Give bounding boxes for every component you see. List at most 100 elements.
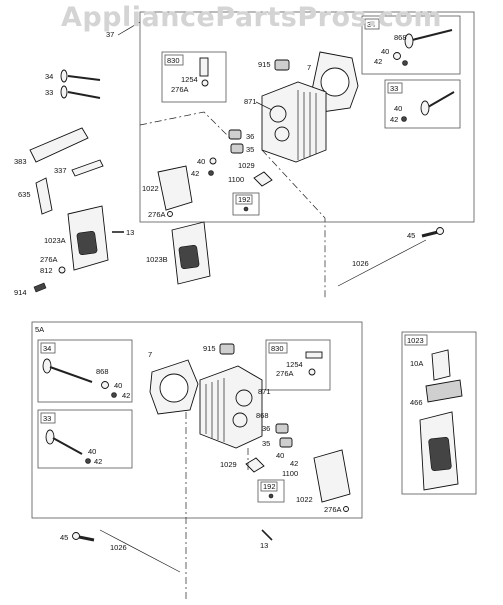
group-tag-34 (364, 18, 380, 30)
label-276a: 276A (171, 85, 189, 94)
watermark: AppliancePartsPros.com (60, 2, 443, 33)
lower-rocker-1029 (245, 457, 265, 473)
lower-retainer (101, 381, 109, 389)
lower-cover-gasket-1022 (313, 449, 351, 503)
lower-spring-36 (275, 423, 289, 434)
washer-1254 (201, 79, 209, 87)
valve-cover-1023 (419, 411, 459, 491)
lower-screw-192 (268, 493, 274, 499)
lower-label-42c: 42 (290, 459, 298, 468)
exhaust-valve (420, 91, 455, 116)
label-40: 40 (381, 47, 389, 56)
keeper-b (401, 116, 407, 122)
lower-label-13: 13 (260, 541, 268, 550)
valve-34-left (60, 69, 101, 83)
lower-label-45: 45 (60, 533, 68, 542)
keeper-42 (208, 170, 214, 176)
lower-gasket-bore (159, 373, 189, 403)
lower-breather-box-830 (265, 339, 331, 391)
lower-label-40b: 40 (88, 447, 96, 456)
lower-label-35: 35 (262, 439, 270, 448)
breather-kit-box-830 (161, 51, 227, 103)
lower-label-871: 871 (258, 387, 271, 396)
group-label-33: 33 (390, 84, 398, 93)
label-635: 635 (18, 190, 31, 199)
label-276a-2: 276A (148, 210, 166, 219)
label-1026: 1026 (352, 259, 369, 268)
label-37: 37 (106, 30, 114, 39)
lower-label-1022: 1022 (296, 495, 313, 504)
lower-intake-valve (42, 358, 93, 383)
lower-label-915: 915 (203, 344, 216, 353)
label-914: 914 (14, 288, 27, 297)
lower-spring-915 (219, 343, 235, 355)
lower-label-1029: 1029 (220, 460, 237, 469)
cover-kit-box-1023 (401, 331, 477, 495)
breather-valve (199, 57, 209, 77)
lower-exhaust-valve (45, 429, 83, 455)
lower-rod-1026 (99, 529, 181, 573)
group-tag-830 (164, 54, 184, 66)
valve-cover-1023a (67, 205, 109, 271)
lower-tag-192 (260, 481, 278, 492)
retainer-40 (209, 157, 217, 165)
valve-spring-cap (393, 52, 401, 60)
centerline-2 (261, 149, 326, 300)
label-42: 42 (374, 57, 382, 66)
lower-label-1254: 1254 (286, 360, 303, 369)
lower-label-40: 40 (114, 381, 122, 390)
rocker-1029 (253, 171, 273, 187)
lower-sealant (343, 506, 349, 512)
label-35: 35 (246, 145, 254, 154)
lower-label-7: 7 (148, 350, 152, 359)
lower-group-label-34: 34 (43, 344, 51, 353)
lower-screw-box-192 (257, 479, 285, 503)
lower-label-36: 36 (262, 424, 270, 433)
washer-812 (58, 266, 66, 274)
lower-tag-33 (40, 412, 56, 424)
label-337: 337 (54, 166, 67, 175)
screw-914 (33, 282, 47, 293)
spring-915 (274, 59, 290, 71)
group-label-1023: 1023 (407, 336, 424, 345)
lower-label-1026: 1026 (110, 543, 127, 552)
intake-valve (404, 29, 453, 49)
group-tag-33 (387, 82, 403, 94)
label-33-left: 33 (45, 88, 53, 97)
label-42c: 42 (191, 169, 199, 178)
group-label-34: 34 (367, 20, 375, 29)
label-45: 45 (407, 231, 415, 240)
boot-635 (35, 177, 53, 215)
upper-assembly-frame (139, 11, 475, 223)
leader-37 (117, 21, 141, 36)
valve-cover-1023b (171, 221, 211, 285)
lower-valve-box-33 (37, 409, 133, 469)
group-tag-1023 (404, 334, 428, 346)
label-5a: 5A (35, 325, 44, 334)
lower-tag-34 (40, 342, 56, 354)
leader-871 (255, 101, 273, 111)
label-1023a: 1023A (44, 236, 66, 245)
label-42b: 42 (390, 115, 398, 124)
label-871: 871 (244, 97, 257, 106)
lower-label-42: 42 (122, 391, 130, 400)
lower-breather-valve (305, 351, 323, 359)
group-label-192: 192 (238, 195, 251, 204)
gasket-bore (320, 67, 350, 97)
spark-plug-337 (71, 159, 104, 177)
valve-keeper (402, 60, 408, 66)
label-915: 915 (258, 60, 271, 69)
label-40c: 40 (197, 157, 205, 166)
gasket-466 (425, 379, 463, 403)
valve-springs (228, 129, 244, 154)
lower-screw-13 (261, 529, 273, 541)
group-tag-192 (235, 194, 253, 205)
lower-valve-box-34 (37, 339, 133, 403)
lower-cylinder-head (199, 365, 263, 449)
lower-keeper (111, 392, 117, 398)
group-label-830: 830 (167, 56, 180, 65)
label-1029: 1029 (238, 161, 255, 170)
label-812: 812 (40, 266, 53, 275)
